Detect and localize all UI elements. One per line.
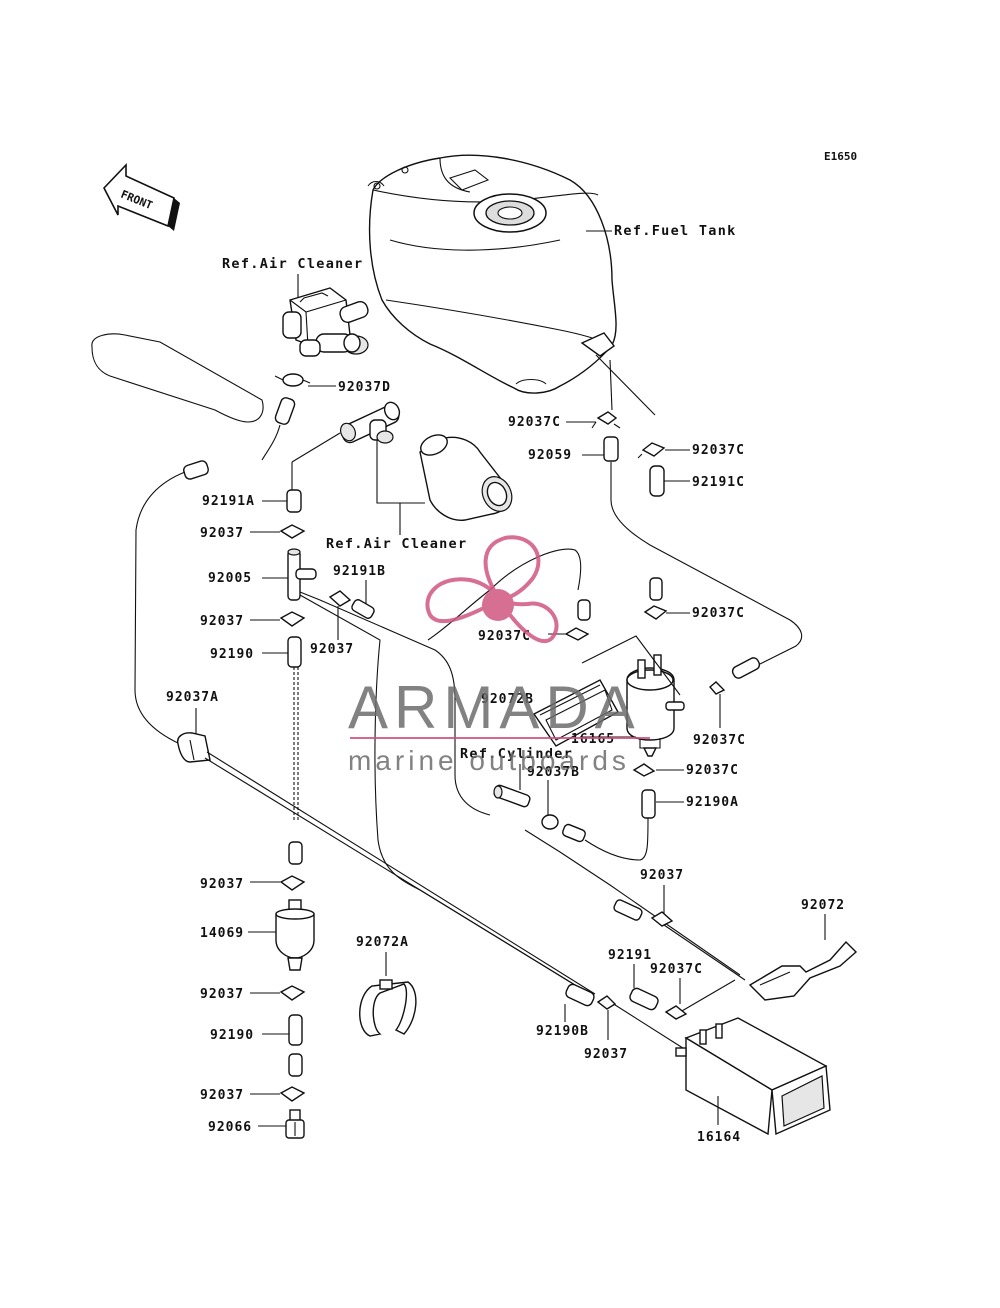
clamp-92037C-r5 [664,1005,688,1020]
part-label-92190B: 92190B [536,1024,589,1039]
part-label-92037C-tank: 92037C [508,415,561,430]
part-label-92037C-r3: 92037C [693,733,746,748]
clamp-92037-8 [279,1086,306,1102]
fuel-tank [367,154,656,416]
nipple-92066 [285,1109,305,1139]
canister-16164 [675,1017,831,1136]
tee-fitting-92005 [287,548,317,601]
part-label-92190: 92190 [210,647,254,662]
part-label-92191B: 92191B [333,564,386,579]
clamp-92037-4 [650,911,674,927]
part-label-92059: 92059 [528,448,572,463]
ref-fuel-tank-label: Ref.Fuel Tank [614,223,737,239]
bracket-92072B [532,679,619,747]
part-label-16165: 16165 [571,732,615,747]
separator-16165 [626,654,685,757]
part-label-92037C-r5: 92037C [650,962,703,977]
air-switching-valve [282,287,369,357]
clamp-92037C-r2 [643,605,668,620]
part-label-92190-2: 92190 [210,1028,254,1043]
part-label-92190A: 92190A [686,795,739,810]
part-label-92037-3: 92037 [200,614,244,629]
part-label-92037-5: 92037 [200,877,244,892]
ref-air-cleaner-mid-label: Ref.Air Cleaner [326,536,467,552]
band-92072A [359,979,417,1037]
watermark-tagline: marine outboards [348,745,630,776]
clamp-92037C-mid [564,627,590,641]
part-label-16164: 16164 [697,1130,741,1145]
clamp-92037-1 [279,524,306,539]
part-label-92072: 92072 [801,898,845,913]
part-label-92066: 92066 [208,1120,252,1135]
bracket-92072 [748,940,858,1001]
part-label-92037D: 92037D [338,380,391,395]
part-label-92072A: 92072A [356,935,409,950]
clamp-92037-3 [279,611,306,627]
part-label-92037-4: 92037 [640,868,684,883]
clamp-92037C-r4 [632,763,656,777]
part-label-92037-1: 92037 [200,526,244,541]
part-label-14069: 14069 [200,926,244,941]
clamp-92037C-r3 [709,681,726,695]
part-label-92037-2: 92037 [310,642,354,657]
part-label-92037B: 92037B [527,765,580,780]
clamp-92037C-r1 [637,442,666,459]
watermark: ARMADA marine outboards [348,535,650,776]
part-label-92037C-r2: 92037C [692,606,745,621]
part-label-92191A: 92191A [202,494,255,509]
part-label-92191: 92191 [608,948,652,963]
part-label-92037C-mid: 92037C [478,629,531,644]
ref-cylinder-label: Ref.Cylinder [460,746,573,762]
t-joint-pipe [340,401,401,444]
clamp-92037-7 [596,995,617,1010]
clamp-92037B [541,814,559,830]
clamp-92037D [274,373,311,387]
cylinder-nipple [493,784,531,808]
propeller-logo-icon [425,535,559,644]
clamp-92037A [177,732,211,763]
part-label-92037C-r1: 92037C [692,443,745,458]
clamp-92037-5 [279,875,306,891]
part-label-92037A: 92037A [166,690,219,705]
clamp-92037-2 [328,590,352,607]
clamp-92037C-tank [591,411,621,429]
watermark-brand: ARMADA [348,674,641,741]
part-label-92072B: 92072B [481,692,534,707]
fuel-filter-14069 [275,899,315,971]
part-label-92005: 92005 [208,571,252,586]
air-cleaner-duct [419,434,513,521]
diagram-code: E1650 [824,150,857,163]
clamp-92037-6 [279,985,306,1001]
part-label-92037-8: 92037 [200,1088,244,1103]
part-label-92037-7: 92037 [584,1047,628,1062]
part-label-92191C: 92191C [692,475,745,490]
part-label-92037-6: 92037 [200,987,244,1002]
front-arrow-icon: FRONT [103,163,180,231]
part-label-92037C-r4: 92037C [686,763,739,778]
ref-air-cleaner-top-label: Ref.Air Cleaner [222,256,363,272]
